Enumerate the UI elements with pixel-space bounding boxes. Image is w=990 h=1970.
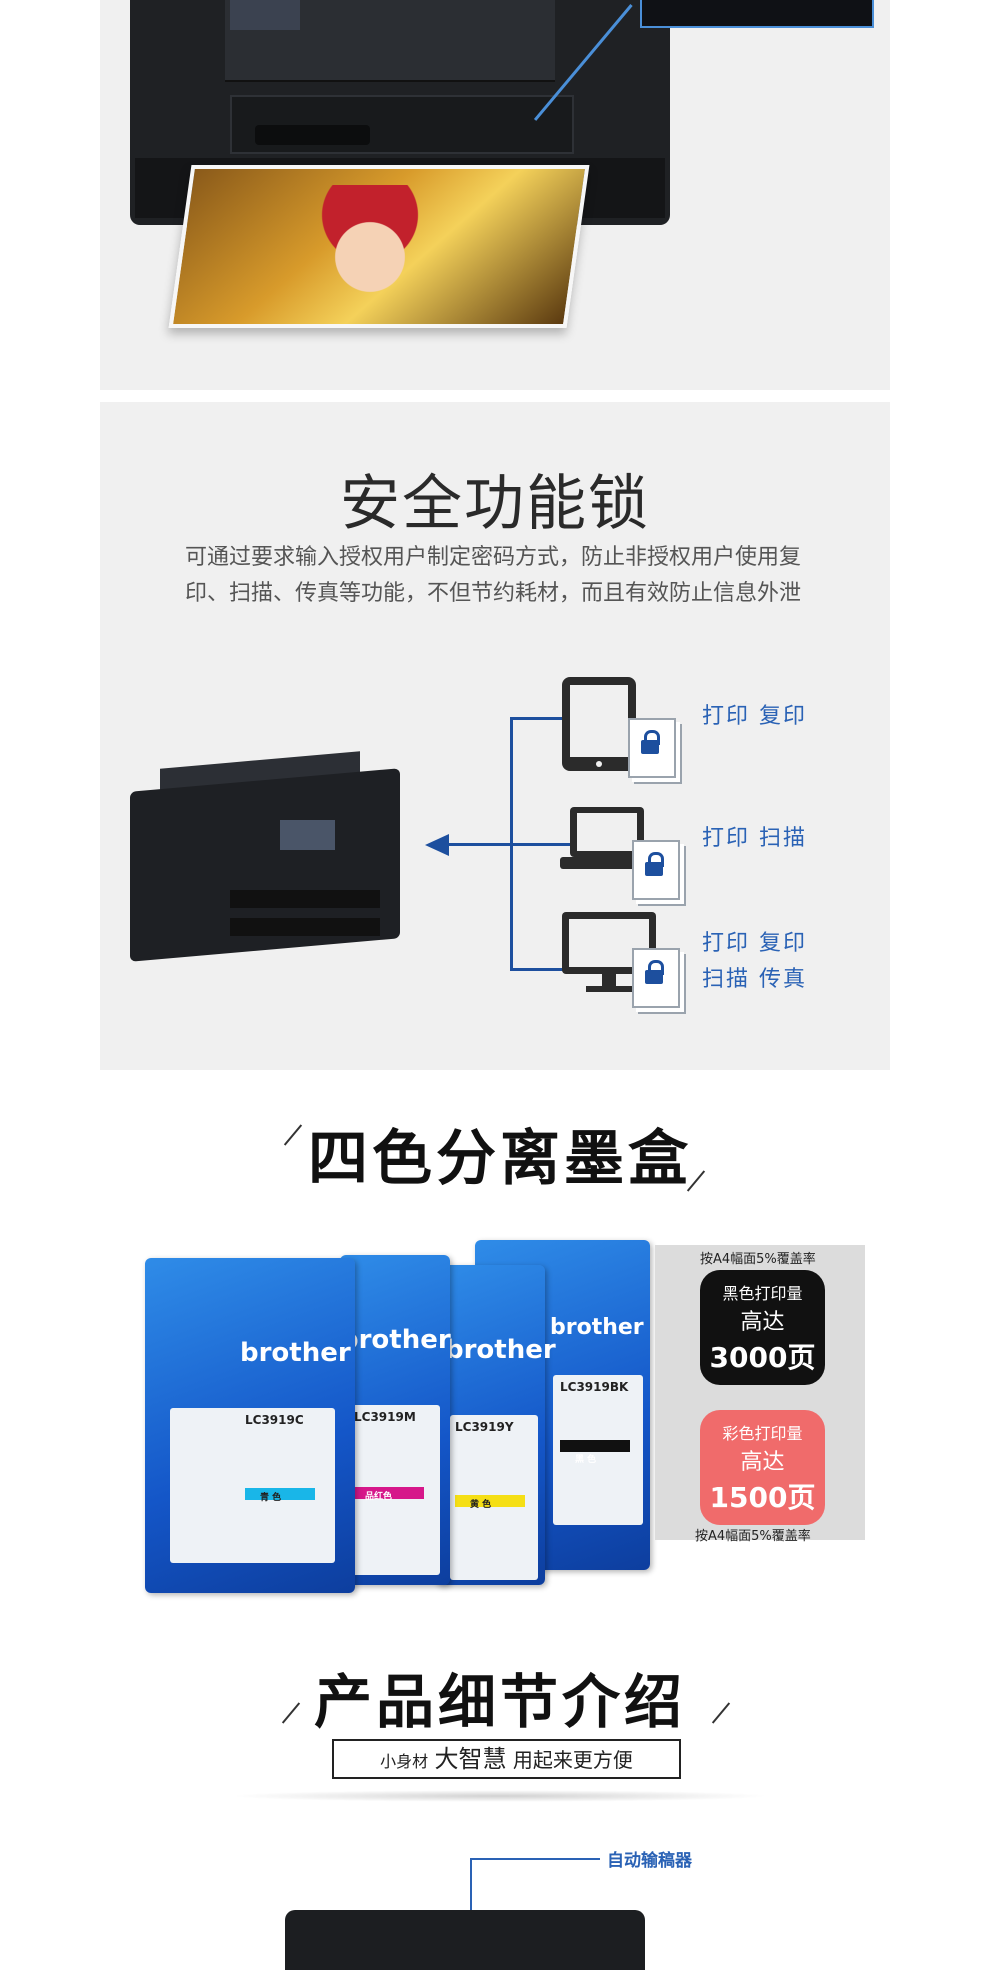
ink-pack-cyan: brother LC3919C 青 色	[145, 1258, 355, 1593]
device-1-label: 打印 复印	[702, 704, 807, 729]
lock-document-icon	[632, 840, 680, 900]
callout-box	[640, 0, 874, 28]
ink-pack-yellow: brother LC3919Y 黄 色	[435, 1265, 556, 1585]
feeder-callout-line-vertical	[470, 1858, 472, 1949]
subtitle-shadow	[230, 1790, 770, 1802]
tablet-icon	[562, 677, 636, 771]
connector-middle	[510, 843, 570, 846]
color-yield-badge: 彩色打印量 高达 1500页	[700, 1410, 825, 1525]
detail-subtitle: 小身材 大智慧 用起来更方便	[332, 1739, 681, 1779]
ink-yield-panel: 按A4幅面5%覆盖率 黑色打印量 高达 3000页 彩色打印量 高达 1500页…	[655, 1245, 865, 1544]
yield-note-bottom: 按A4幅面5%覆盖率	[695, 1529, 811, 1544]
printer-side-image	[100, 751, 420, 962]
yield-note-top: 按A4幅面5%覆盖率	[700, 1252, 816, 1267]
connector-to-printer	[440, 843, 510, 846]
connector-top	[510, 717, 600, 720]
security-section	[100, 402, 890, 1070]
lock-document-icon	[632, 948, 680, 1008]
security-description: 可通过要求输入授权用户制定密码方式，防止非授权用户使用复印、扫描、传真等功能，不…	[185, 545, 802, 606]
connector-bottom	[510, 968, 570, 971]
black-yield-badge: 黑色打印量 高达 3000页	[700, 1270, 825, 1385]
device-2-label: 打印 扫描	[702, 826, 807, 851]
laptop-icon	[560, 807, 654, 869]
printer-front-image	[130, 0, 670, 225]
security-title: 安全功能锁	[340, 469, 650, 539]
title-slash-right	[711, 1702, 731, 1724]
detail-title: 产品细节介绍	[313, 1668, 686, 1736]
photo-child-portrait	[315, 185, 425, 305]
feeder-callout-line	[470, 1858, 600, 1860]
arrow-left-icon	[425, 834, 449, 856]
printer-top-image	[285, 1910, 645, 1970]
ink-pack-magenta: brother LC3919M 品红色	[340, 1255, 451, 1585]
lock-document-icon	[628, 718, 676, 778]
device-3-label-line2: 扫描 传真	[702, 967, 807, 992]
feeder-label: 自动输稿器	[607, 1851, 692, 1871]
device-3-label-line1: 打印 复印	[702, 931, 807, 956]
ink-title: 四色分离墨盒	[308, 1124, 692, 1194]
